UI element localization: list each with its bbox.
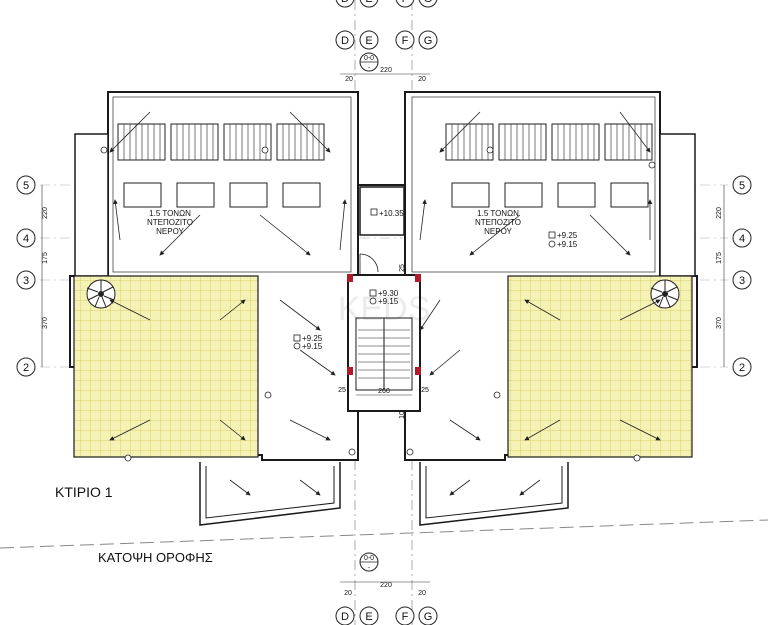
dim-left-54: 220	[42, 207, 49, 219]
roof-drains	[100, 146, 656, 462]
dim-stair-c: 25	[399, 264, 406, 272]
dim-top-right: 20	[418, 76, 426, 83]
tank-left-line2: ΝΤΕΠΟΖΙΤΟ	[147, 218, 193, 227]
level-right-a: +9.25	[557, 231, 578, 240]
drawing-subtitle: ΚΑΤΟΨΗ ΟΡΟΦΗΣ	[98, 550, 213, 565]
level-core-b: +9.15	[378, 297, 399, 306]
level-core-a: +9.30	[378, 289, 399, 298]
tank-left-line3: ΝΕΡΟΥ	[156, 227, 184, 236]
row-label-2-left: 2	[23, 362, 29, 374]
dim-bottom-mid: 220	[380, 582, 392, 589]
level-marks	[293, 208, 556, 350]
dim-right-32: 370	[716, 317, 723, 329]
grid-label-top-g: G	[424, 0, 433, 5]
dim-top-mid: 220	[380, 67, 392, 74]
row-label-3-left: 3	[23, 275, 29, 287]
grid-label-bottom-g: G	[424, 611, 433, 623]
watermark: KEDS	[338, 290, 431, 328]
dim-right-43: 175	[716, 252, 723, 264]
level-right-b: +9.15	[557, 240, 578, 249]
section-sheet-bottom: -	[368, 565, 371, 572]
grid-label-top-e: E	[365, 0, 372, 5]
solar-panels-left	[117, 123, 325, 208]
dim-bottom-right: 20	[418, 590, 426, 597]
dim-left-32: 370	[42, 317, 49, 329]
dim-left-43: 175	[42, 252, 49, 264]
section-number-top: 0-0	[364, 55, 374, 62]
grid-label-bottom-f: F	[402, 611, 409, 623]
level-left-b: +9.15	[302, 342, 323, 351]
building-title: ΚΤΙΡΙΟ 1	[55, 484, 113, 500]
dim-stair-d: 10	[399, 411, 406, 419]
section-marker-top	[359, 52, 379, 72]
section-sheet-top: -	[368, 65, 371, 72]
tank-right-line2: ΝΤΕΠΟΖΙΤΟ	[475, 218, 521, 227]
central-core	[347, 92, 421, 412]
section-number-bottom: 0-0	[364, 555, 374, 562]
grid-bubbles-bottom	[335, 606, 438, 625]
grid-label-top-d: D	[341, 0, 349, 5]
level-left-a: +9.25	[302, 334, 323, 343]
grid-label-bottom-e: E	[365, 611, 372, 623]
grid-label-g: G	[424, 35, 433, 47]
property-line	[0, 519, 768, 549]
row-label-5-right: 5	[739, 180, 745, 192]
terrace-left	[73, 275, 259, 458]
grid-label-d: D	[341, 35, 349, 47]
red-columns	[347, 274, 421, 375]
dimension-lines	[41, 73, 725, 583]
section-marker-bottom	[359, 552, 379, 572]
grid-bubbles-sides	[16, 175, 752, 377]
grid-label-bottom-d: D	[341, 611, 349, 623]
grid-label-f: F	[402, 35, 409, 47]
grid-label-e: E	[365, 35, 372, 47]
dim-right-54: 220	[716, 207, 723, 219]
dim-stair-b: 25	[421, 387, 429, 394]
row-label-5-left: 5	[23, 180, 29, 192]
row-label-2-right: 2	[739, 362, 745, 374]
level-core-top: +10.35	[379, 209, 404, 218]
row-label-3-right: 3	[739, 275, 745, 287]
spiral-stair-left	[86, 279, 116, 309]
tank-right-line1: 1.5 ΤΟΝΩΝ	[477, 209, 519, 218]
spiral-stair-right	[650, 279, 680, 309]
dim-stair-width: 260	[378, 388, 390, 395]
tank-left-line1: 1.5 ΤΟΝΩΝ	[149, 209, 191, 218]
dim-stair-a: 25	[338, 387, 346, 394]
tank-right-line3: ΝΕΡΟΥ	[484, 227, 512, 236]
grid-label-top-f: F	[402, 0, 409, 5]
dim-bottom-left: 20	[344, 590, 352, 597]
dim-top-left: 20	[345, 76, 353, 83]
slope-arrows	[109, 111, 661, 496]
grid-bubbles-top	[335, 0, 438, 50]
row-label-4-left: 4	[23, 233, 29, 245]
row-label-4-right: 4	[739, 233, 745, 245]
